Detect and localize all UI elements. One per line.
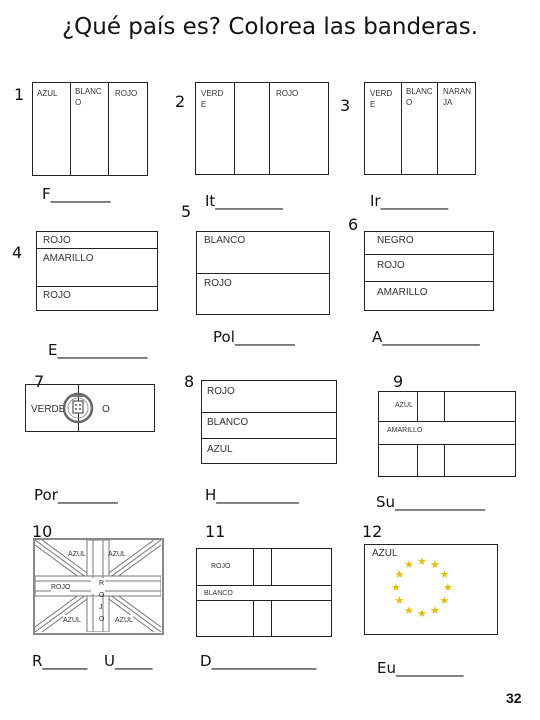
star-icon: ★ [394, 569, 405, 581]
answer-8[interactable]: H___________ [205, 486, 299, 504]
star-icon: ★ [404, 559, 414, 572]
flag-11-label-1: ROJO [211, 563, 231, 570]
number-4: 4 [12, 243, 23, 262]
number-12: 12 [362, 522, 383, 541]
page-number: 32 [506, 690, 522, 706]
flag-10-label-3: ROJO [51, 582, 71, 593]
star-icon: ★ [439, 595, 450, 607]
flag-8[interactable]: ROJO BLANCO AZUL [201, 380, 337, 464]
star-icon: ★ [417, 608, 427, 620]
flag-3-label-3: NARAN JA [443, 87, 472, 107]
flag-10-label-1: AZUL [68, 551, 86, 558]
star-icon: ★ [439, 569, 450, 581]
flag-10[interactable]: AZUL AZUL ROJO R O J O AZUL AZUL [33, 538, 164, 635]
page-title: ¿Qué país es? Colorea las banderas. [61, 14, 479, 40]
flag-2-label-2: ROJO [276, 89, 299, 98]
answer-7[interactable]: Por________ [34, 486, 118, 504]
answer-10-u[interactable]: U_____ [104, 652, 153, 670]
answer-4[interactable]: E____________ [48, 341, 148, 359]
answer-11[interactable]: D______________ [200, 652, 317, 670]
star-icon: ★ [394, 595, 405, 607]
flag-10-label-4: R O J O [99, 580, 105, 623]
flag-3-label-2: BLANC O [406, 87, 433, 107]
flag-5[interactable]: BLANCO ROJO [196, 231, 330, 315]
flag-11-label-2: BLANCO [204, 590, 233, 597]
number-10: 10 [32, 522, 53, 541]
star-icon: ★ [430, 604, 440, 617]
number-7: 7 [34, 372, 45, 391]
flag-9[interactable]: AZUL AMARILLO [378, 391, 516, 477]
star-icon: ★ [430, 559, 440, 572]
number-3: 3 [340, 96, 351, 115]
flag-5-label-2: ROJO [204, 278, 232, 289]
flag-6-label-3: AMARILLO [377, 287, 428, 298]
number-5: 5 [181, 202, 192, 221]
star-icon: ★ [404, 604, 414, 617]
flag-1-label-1: AZUL [37, 89, 58, 98]
answer-6[interactable]: A_____________ [372, 328, 480, 346]
flag-6[interactable]: NEGRO ROJO AMARILLO [364, 231, 494, 311]
flag-1-label-2: BLANC O [75, 87, 102, 107]
flag-7-label-2: O [102, 404, 110, 415]
flag-3[interactable]: VERD E BLANC O NARAN JA [364, 82, 476, 175]
flag-9-label-1: AZUL [395, 402, 413, 409]
flag-6-label-2: ROJO [377, 260, 405, 271]
star-icon: ★ [417, 556, 427, 568]
flag-10-label-2: AZUL [108, 551, 126, 558]
number-1: 1 [14, 85, 25, 104]
coat-of-arms-icon [62, 392, 94, 424]
flag-11[interactable]: ROJO BLANCO [196, 548, 332, 637]
flag-8-label-3: AZUL [207, 444, 233, 455]
flag-4-label-2: AMARILLO [43, 253, 94, 264]
flag-6-label-1: NEGRO [377, 235, 414, 246]
number-9: 9 [393, 372, 404, 391]
number-11: 11 [205, 522, 226, 541]
flag-7-label-1: VERDE [31, 404, 66, 415]
star-icon: ★ [391, 582, 401, 594]
flag-4-label-1: ROJO [43, 235, 71, 246]
flag-4[interactable]: ROJO AMARILLO ROJO [36, 231, 158, 311]
number-6: 6 [348, 215, 359, 234]
flag-1[interactable]: AZUL BLANC O ROJO [32, 82, 148, 176]
flag-2[interactable]: VERD E ROJO [195, 82, 329, 175]
flag-10-label-6: AZUL [115, 615, 133, 626]
answer-10-r[interactable]: R______ [32, 652, 88, 670]
number-2: 2 [175, 92, 186, 111]
answer-1[interactable]: F________ [42, 185, 111, 203]
union-jack-lines [35, 540, 161, 632]
flag-7[interactable]: VERDE O [25, 384, 155, 432]
flag-10-label-5: AZUL [63, 615, 81, 626]
flag-8-label-1: ROJO [207, 386, 235, 397]
flag-4-label-3: ROJO [43, 290, 71, 301]
answer-12[interactable]: Eu_________ [377, 659, 464, 677]
flag-1-label-3: ROJO [115, 89, 138, 98]
star-icon: ★ [443, 582, 453, 594]
eu-stars: ★★★★★★★★★★★★ [365, 545, 496, 633]
flag-8-label-2: BLANCO [207, 417, 249, 428]
flag-12-label-1: AZUL [372, 548, 398, 559]
answer-2[interactable]: It_________ [205, 192, 283, 210]
answer-5[interactable]: Pol________ [213, 328, 295, 346]
answer-9[interactable]: Su____________ [376, 493, 486, 511]
flag-9-label-2: AMARILLO [387, 427, 423, 434]
flag-12[interactable]: AZUL ★★★★★★★★★★★★ [364, 544, 498, 635]
answer-3[interactable]: Ir_________ [370, 192, 449, 210]
flag-5-label-1: BLANCO [204, 235, 246, 246]
flag-3-label-1: VERD E [370, 89, 393, 109]
number-8: 8 [184, 372, 195, 391]
flag-2-label-1: VERD E [201, 89, 224, 109]
